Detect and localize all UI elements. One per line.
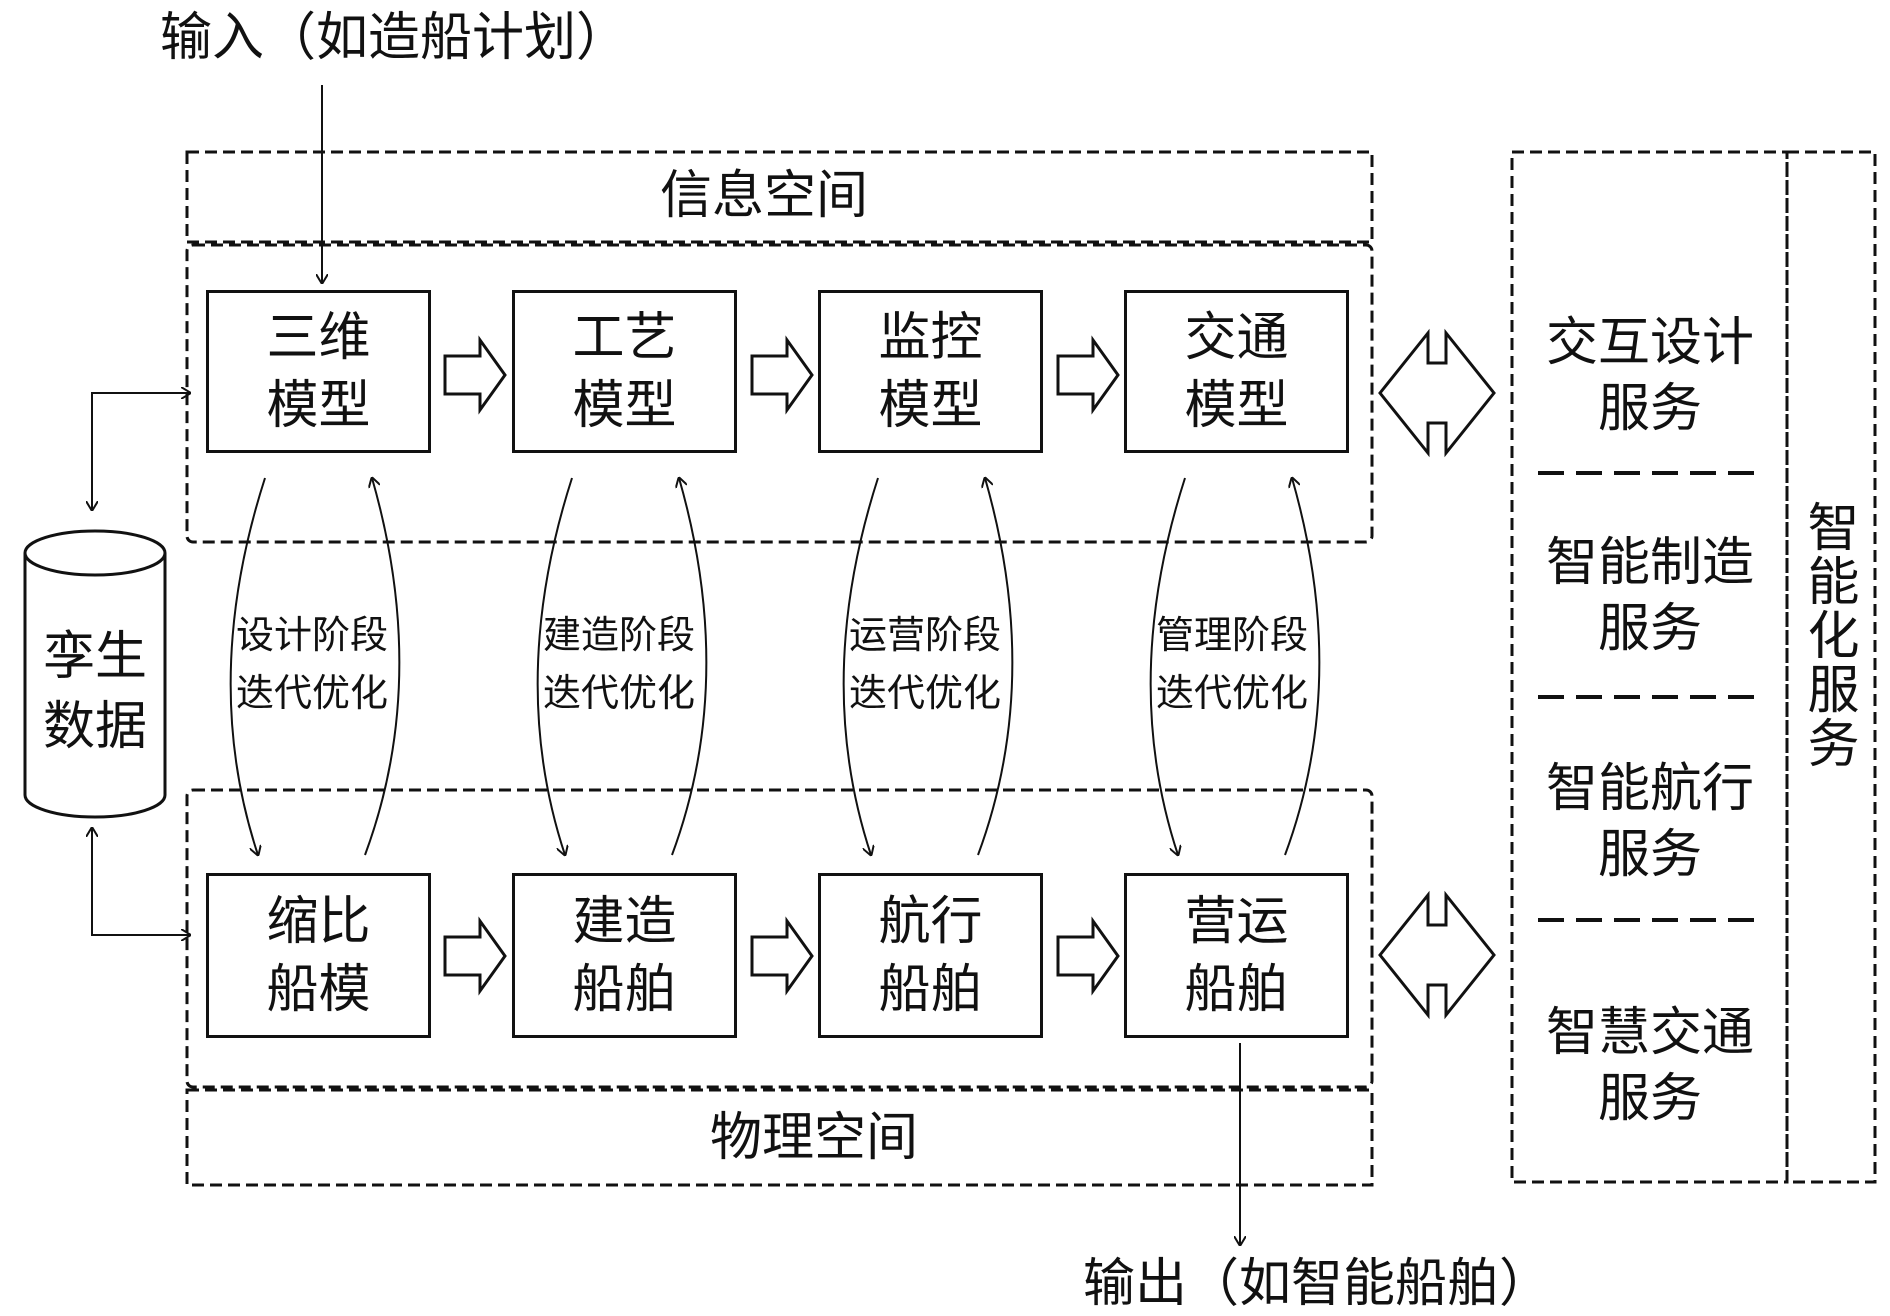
service-line1: 交互设计 — [1545, 313, 1754, 373]
output-label: 输出（如智能船舶） — [1083, 1254, 1552, 1314]
physical-entity-line1: 缩比 — [266, 891, 371, 952]
info-model-line1: 交通 — [1184, 307, 1289, 368]
iteration-up-arrow-4 — [1284, 478, 1321, 856]
stage-line2: 迭代优化 — [236, 671, 389, 715]
twin-data-line2: 数据 — [42, 697, 147, 757]
stage-label-building: 建造阶段 迭代优化 — [543, 606, 695, 722]
info-model-line2: 模型 — [1184, 375, 1289, 436]
physical-entity-line2: 船舶 — [572, 959, 677, 1020]
services-frame — [1510, 150, 1789, 1184]
iteration-up-arrow-2 — [671, 478, 708, 856]
physical-entity-line2: 船舶 — [878, 959, 983, 1020]
info-model-monitoring: 监控 模型 — [818, 290, 1043, 453]
twin-data-cylinder — [23, 529, 167, 819]
service-smart-traffic: 智慧交通 服务 — [1515, 1000, 1785, 1132]
stage-line1: 设计阶段 — [236, 613, 389, 657]
info-model-line1: 工艺 — [572, 307, 677, 368]
twin-data-line1: 孪生 — [42, 627, 147, 687]
physical-ship-operating: 营运 船舶 — [1124, 873, 1349, 1038]
service-line1: 智慧交通 — [1545, 1003, 1754, 1063]
twin-to-info-connector — [92, 392, 190, 510]
stage-line1: 运营阶段 — [849, 613, 1002, 657]
info-flow-arrow-3 — [1056, 335, 1120, 415]
stage-line1: 管理阶段 — [1156, 613, 1309, 657]
stage-label-management: 管理阶段 迭代优化 — [1156, 606, 1308, 722]
info-model-line1: 三维 — [266, 307, 371, 368]
physical-entity-line1: 营运 — [1184, 891, 1289, 952]
info-model-line2: 模型 — [266, 375, 371, 436]
physical-entity-line1: 建造 — [572, 891, 677, 952]
iteration-arrows — [229, 477, 1321, 856]
physical-flow-arrows — [443, 916, 1120, 996]
service-intelligent-navigation: 智能航行 服务 — [1515, 756, 1785, 888]
stage-label-design: 设计阶段 迭代优化 — [236, 606, 388, 722]
input-label: 输入（如造船计划） — [160, 8, 629, 68]
service-line2: 服务 — [1597, 379, 1702, 439]
twin-data-label: 孪生 数据 — [25, 622, 165, 762]
physical-flow-arrow-2 — [750, 916, 814, 996]
info-model-traffic: 交通 模型 — [1124, 290, 1349, 453]
info-model-line1: 监控 — [878, 307, 983, 368]
info-flow-arrow-2 — [750, 335, 814, 415]
info-flow-arrow-1 — [443, 335, 507, 415]
iteration-down-arrow-2 — [536, 477, 573, 855]
service-line1: 智能航行 — [1545, 759, 1754, 819]
stage-label-operation: 运营阶段 迭代优化 — [849, 606, 1001, 722]
physical-scale-model: 缩比 船模 — [206, 873, 431, 1038]
service-exchange-arrows — [1378, 328, 1496, 1020]
service-intelligent-manufacturing: 智能制造 服务 — [1515, 530, 1785, 662]
service-interactive-design: 交互设计 服务 — [1515, 310, 1785, 442]
intelligent-service-frame — [1785, 150, 1877, 1184]
stage-line2: 迭代优化 — [543, 671, 696, 715]
physical-flow-arrow-1 — [443, 916, 507, 996]
stage-line2: 迭代优化 — [849, 671, 1002, 715]
info-flow-arrows — [443, 335, 1120, 415]
iteration-down-arrow-1 — [229, 477, 266, 855]
info-model-3d: 三维 模型 — [206, 290, 431, 453]
info-space-header-frame — [185, 150, 1374, 244]
info-service-exchange-arrow — [1378, 328, 1496, 458]
physical-flow-arrow-3 — [1056, 916, 1120, 996]
service-line2: 服务 — [1597, 599, 1702, 659]
stage-line2: 迭代优化 — [1156, 671, 1309, 715]
physical-space-footer-frame — [185, 1088, 1374, 1187]
twin-to-physical-connector — [91, 828, 190, 935]
physical-entity-line1: 航行 — [878, 891, 983, 952]
info-model-line2: 模型 — [572, 375, 677, 436]
iteration-down-arrow-4 — [1149, 477, 1186, 855]
iteration-down-arrow-3 — [842, 477, 879, 855]
iteration-up-arrow-1 — [364, 478, 401, 856]
intelligent-service-label: 智能化服务 — [1798, 500, 1858, 770]
info-space-title: 信息空间 — [660, 166, 869, 226]
physical-entity-line2: 船舶 — [1184, 959, 1289, 1020]
physical-service-exchange-arrow — [1378, 890, 1496, 1020]
service-line2: 服务 — [1597, 1069, 1702, 1129]
info-model-process: 工艺 模型 — [512, 290, 737, 453]
info-model-line2: 模型 — [878, 375, 983, 436]
stage-line1: 建造阶段 — [543, 613, 696, 657]
physical-space-title: 物理空间 — [710, 1108, 919, 1168]
service-line2: 服务 — [1597, 825, 1702, 885]
iteration-up-arrow-3 — [977, 478, 1014, 856]
physical-ship-sailing: 航行 船舶 — [818, 873, 1043, 1038]
service-line1: 智能制造 — [1545, 533, 1754, 593]
physical-entity-line2: 船模 — [266, 959, 371, 1020]
physical-ship-building: 建造 船舶 — [512, 873, 737, 1038]
